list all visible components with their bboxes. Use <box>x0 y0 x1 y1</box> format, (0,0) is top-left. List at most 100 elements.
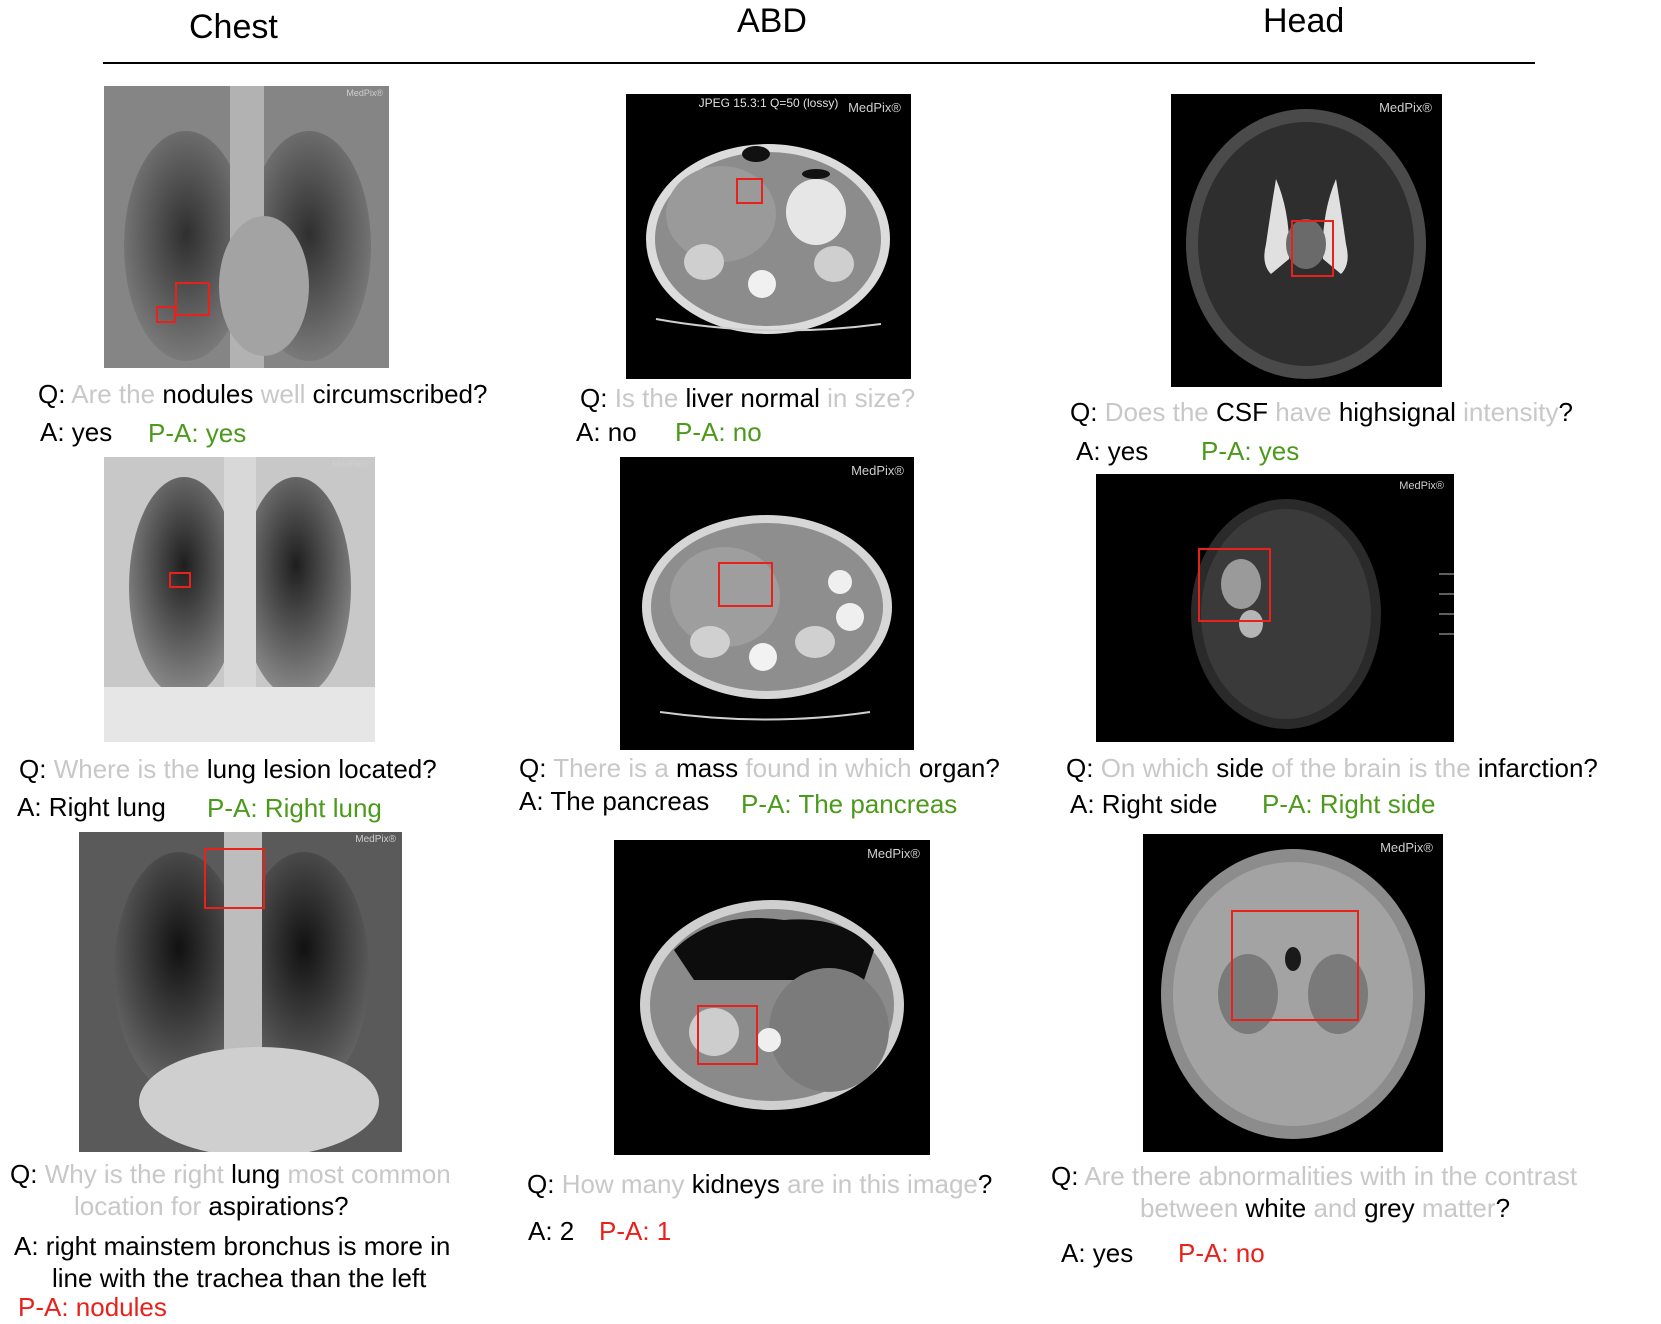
question-text: Q: Are the nodules well circumscribed? <box>38 379 488 409</box>
head-mri-image-2: MedPix® <box>1096 474 1454 742</box>
abd-ct-image-1: JPEG 15.3:1 Q=50 (lossy) MedPix® <box>626 94 911 379</box>
question-keyword: lung lesion located? <box>206 754 437 784</box>
question-filler-text: between <box>1140 1193 1246 1223</box>
question-filler-text: There is a <box>553 753 677 783</box>
answer-text: A: 2 <box>528 1216 575 1246</box>
watermark: MedPix® <box>332 459 369 469</box>
answer-text: A: yes <box>40 417 113 447</box>
abd-ct-image-2: MedPix® <box>620 457 914 750</box>
question-body: Are the nodules well circumscribed? <box>71 379 487 409</box>
question-filler-text: Does the <box>1104 397 1216 427</box>
predicted-answer-correct: P-A: Right lung <box>207 793 382 823</box>
column-header-head: Head <box>1263 2 1345 40</box>
roi-box <box>204 848 265 909</box>
question-body: Is the liver normal in size? <box>615 383 916 413</box>
answer-text: A: Right lung <box>17 792 166 822</box>
watermark: MedPix® <box>346 88 383 98</box>
question-body-line2: between white and grey matter? <box>1051 1192 1651 1224</box>
watermark: MedPix® <box>867 846 920 861</box>
question-filler-text: Why is the right <box>44 1159 232 1189</box>
question-filler-text: most common <box>280 1159 451 1189</box>
question-keyword: ? <box>977 1169 993 1199</box>
question-keyword: ? <box>1495 1193 1511 1223</box>
predicted-answer-correct: P-A: yes <box>148 418 247 448</box>
watermark: MedPix® <box>1399 480 1444 492</box>
watermark: MedPix® <box>1379 100 1432 115</box>
predicted-answer-incorrect: P-A: 1 <box>599 1216 672 1246</box>
answer-text: A: The pancreas <box>519 786 710 816</box>
question-filler-text: Where is the <box>53 754 207 784</box>
answer-text: A: no <box>576 417 637 447</box>
question-body: There is a mass found in which organ? <box>553 753 1000 783</box>
question-keyword: aspirations? <box>208 1191 349 1221</box>
question-body-line2: location for aspirations? <box>10 1190 495 1222</box>
question-body: Why is the right lung most common <box>45 1159 451 1189</box>
answer-text: A: Right side <box>1070 789 1218 819</box>
watermark: MedPix® <box>848 100 901 115</box>
question-keyword: organ? <box>918 753 1000 783</box>
roi-box <box>1198 548 1271 622</box>
chest-xray-image-3: MedPix® <box>79 832 402 1152</box>
chest-xray-image-2: MedPix® <box>104 457 375 742</box>
roi-box <box>169 572 191 588</box>
question-keyword: highsignal <box>1338 397 1456 427</box>
question-filler-text: found in which <box>738 753 919 783</box>
header-divider <box>103 62 1535 64</box>
head-mri-image-3: MedPix® <box>1143 834 1443 1152</box>
question-filler-text: matter <box>1414 1193 1496 1223</box>
predicted-answer-correct: P-A: no <box>675 417 762 447</box>
question-filler-text: On which <box>1100 753 1217 783</box>
question-keyword: white <box>1245 1193 1307 1223</box>
question-filler-text: How many <box>561 1169 692 1199</box>
roi-box <box>156 306 176 323</box>
question-filler-text: of the brain is the <box>1264 753 1478 783</box>
column-header-abd: ABD <box>737 2 807 40</box>
question-text: Q: Are there abnormalities with in the c… <box>1051 1160 1651 1224</box>
question-body: How many kidneys are in this image? <box>562 1169 993 1199</box>
predicted-answer-incorrect: P-A: no <box>1178 1238 1265 1268</box>
question-body: On which side of the brain is the infarc… <box>1101 753 1598 783</box>
question-keyword: ? <box>1558 397 1573 427</box>
question-keyword: infarction? <box>1477 753 1598 783</box>
column-header-chest: Chest <box>189 8 278 46</box>
question-keyword: nodules <box>162 379 254 409</box>
question-text: Q: Does the CSF have highsignal intensit… <box>1070 397 1573 427</box>
chest-xray-image-1: MedPix® <box>104 86 389 368</box>
question-keyword: kidneys <box>691 1169 780 1199</box>
question-text: Q: Is the liver normal in size? <box>580 383 916 413</box>
watermark: MedPix® <box>355 834 396 845</box>
predicted-answer-incorrect: P-A: nodules <box>18 1292 167 1322</box>
question-text: Q: On which side of the brain is the inf… <box>1066 753 1598 783</box>
image-header-text: JPEG 15.3:1 Q=50 (lossy) <box>698 96 839 110</box>
question-text: Q: Where is the lung lesion located? <box>19 754 437 784</box>
question-keyword: grey <box>1364 1193 1415 1223</box>
question-keyword: side <box>1216 753 1264 783</box>
question-text: Q: There is a mass found in which organ? <box>519 753 1000 783</box>
roi-box <box>697 1005 758 1065</box>
watermark: MedPix® <box>1380 840 1433 855</box>
answer-text: A: right mainstem bronchus is more in li… <box>14 1230 450 1294</box>
answer-text: A: yes <box>1076 436 1149 466</box>
question-keyword: mass <box>676 753 739 783</box>
roi-box <box>1291 220 1334 277</box>
question-filler-text: have <box>1267 397 1339 427</box>
question-body: Does the CSF have highsignal intensity? <box>1105 397 1573 427</box>
roi-box <box>1231 910 1359 1021</box>
question-filler-text: well <box>253 379 313 409</box>
question-filler-text: Is the <box>614 383 686 413</box>
question-keyword: ? <box>473 379 488 409</box>
question-text: Q: How many kidneys are in this image? <box>527 1169 993 1199</box>
abd-ct-image-3: MedPix® <box>614 840 930 1155</box>
answer-text: A: yes <box>1061 1238 1134 1268</box>
roi-box <box>736 178 763 204</box>
question-keyword: lung <box>231 1159 281 1189</box>
head-mri-image-1: MedPix® <box>1171 94 1442 387</box>
question-keyword: CSF <box>1215 397 1268 427</box>
question-body: Are there abnormalities with in the cont… <box>1084 1161 1577 1191</box>
answer-line: A: right mainstem bronchus is more in <box>14 1231 451 1261</box>
question-filler-text: location for <box>74 1191 209 1221</box>
question-filler-text: are in this image <box>779 1169 978 1199</box>
question-body: Where is the lung lesion located? <box>54 754 437 784</box>
predicted-answer-correct: P-A: Right side <box>1262 789 1436 819</box>
question-filler-text: in size? <box>819 383 916 413</box>
